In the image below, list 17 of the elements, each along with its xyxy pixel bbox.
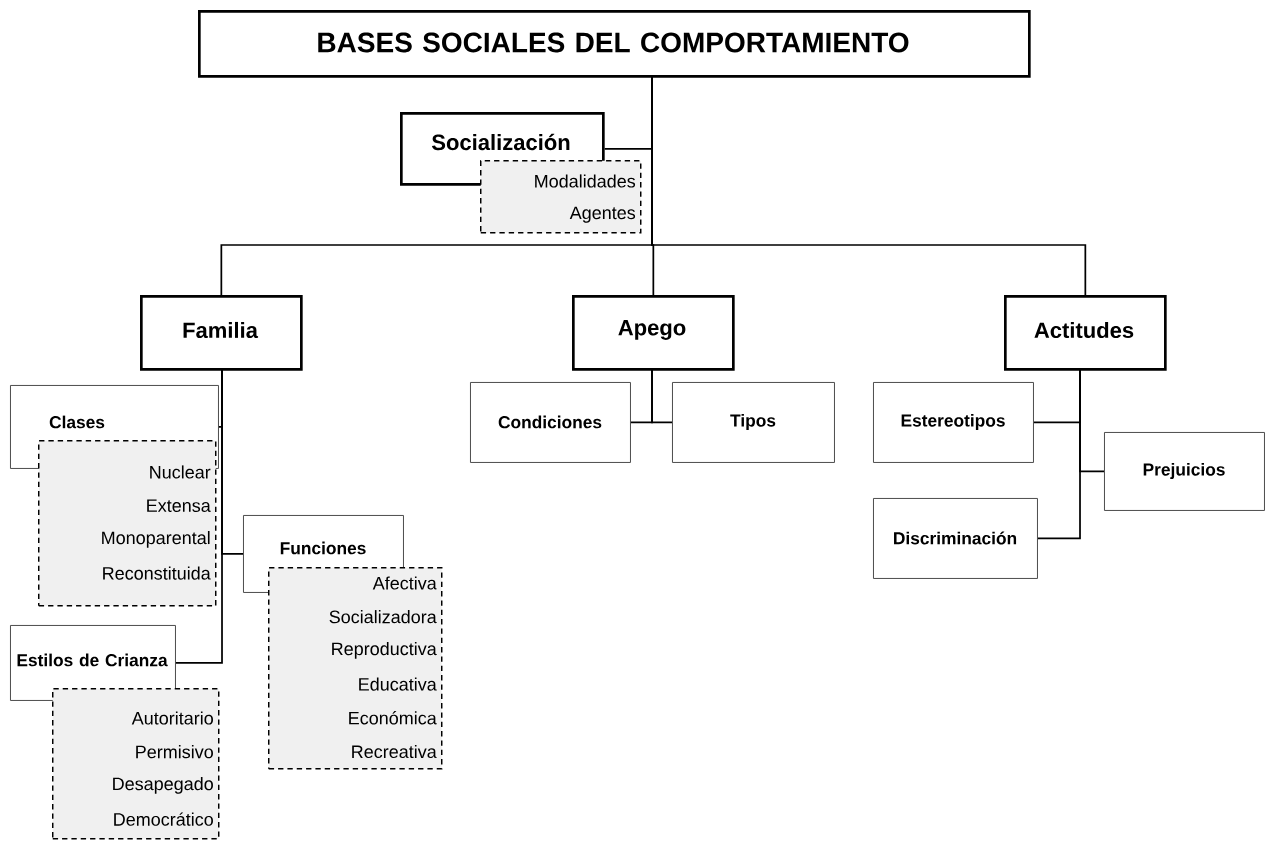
connector-line <box>651 74 1087 296</box>
list-box: Afectiva Socializadora Reproductiva Educativa Económica Recreativa <box>268 567 443 770</box>
subtopic-box: Discriminación <box>873 498 1038 579</box>
connector-line <box>175 367 223 664</box>
topic-box: Actitudes <box>1004 295 1167 371</box>
connector-line <box>1037 367 1081 540</box>
subtopic-box: Condiciones <box>470 382 631 463</box>
topic-box: Familia <box>140 295 303 371</box>
title-box: BASES SOCIALES DEL COMPORTAMIENTO <box>198 10 1031 78</box>
subtopic-box: Estereotipos <box>873 382 1034 463</box>
connector-line <box>651 367 673 424</box>
list-box: Modalidades Agentes <box>480 160 642 234</box>
list-box: Nuclear Extensa Monoparental Reconstituida <box>38 440 217 607</box>
subtopic-box: Prejuicios <box>1104 432 1265 511</box>
list-box: Autoritario Permisivo Desapegado Democrático <box>52 688 220 840</box>
subtopic-box: Tipos <box>672 382 835 463</box>
topic-box: Apego <box>572 295 735 371</box>
